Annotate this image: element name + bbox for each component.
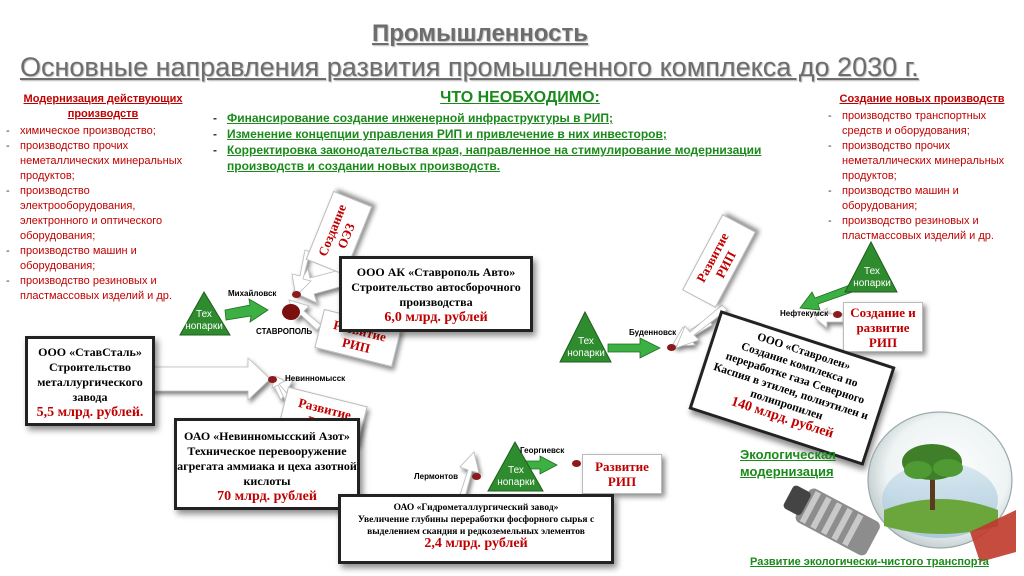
list-item: производство резиновых и пластмассовых и… <box>4 274 202 304</box>
eco-transport-label: Развитие экологически-чистого транспорта <box>750 556 989 568</box>
left-panel-list: химическое производство; производство пр… <box>4 124 202 304</box>
left-panel: Модернизация действующих производств хим… <box>4 92 202 304</box>
eco-modernization-label: Экологическая модернизация <box>740 447 836 479</box>
list-item: химическое производство; <box>4 124 202 139</box>
card-amount: 70 млрд. рублей <box>217 489 317 504</box>
card-desc: Увеличение глубины переработки фосфорног… <box>357 515 595 537</box>
arrow-technopark-bud <box>607 337 661 359</box>
technopark-triangle-bud <box>559 310 612 363</box>
list-item: производство прочих неметаллических мине… <box>826 139 1018 184</box>
card-desc: Строительство металлургического завода <box>37 360 143 404</box>
card-title: ООО «СтавСталь» <box>38 345 142 359</box>
arrow-technopark-mikh <box>224 298 269 323</box>
arrow-hydromet <box>459 451 480 498</box>
arrow-avto <box>292 267 344 304</box>
card-title: ООО АК «Ставрополь Авто» <box>356 265 516 279</box>
city-lermontov: Лермонтов <box>414 472 458 481</box>
page-title: Промышленность <box>372 20 588 47</box>
technopark-triangle-georg <box>487 440 544 492</box>
list-item: производство прочих неметаллических мине… <box>4 139 202 184</box>
card-title: ОАО «Невинномысский Азот» <box>184 429 350 443</box>
needs-block: ЧТО НЕОБХОДИМО: Финансирование создание … <box>205 90 835 174</box>
card-desc: Техническое перевооружение агрегата амми… <box>177 444 357 488</box>
tag-rip-georgievsk: Развитие РИП <box>582 454 662 494</box>
city-georgievsk: Георгиевск <box>520 446 565 455</box>
arrow-stavstal <box>149 357 271 401</box>
right-panel-heading: Создание новых производств <box>839 93 1005 105</box>
technopark-triangle-neft <box>844 240 898 293</box>
card-amount: 5,5 млрд. рублей. <box>36 405 144 420</box>
list-item: производство электрооборудования, электр… <box>4 184 202 244</box>
card-title: ОАО «Гидрометаллургический завод» <box>393 503 559 513</box>
card-stavstal: ООО «СтавСталь» Строительство металлурги… <box>25 336 155 426</box>
right-panel: Создание новых производств производство … <box>826 92 1018 244</box>
card-stavropol-avto: ООО АК «Ставрополь Авто» Строительство а… <box>339 256 533 332</box>
technopark-triangle-mikh <box>179 291 231 336</box>
right-panel-list: производство транспортных средств и обор… <box>826 109 1018 244</box>
card-amount: 2,4 млрд. рублей <box>424 536 528 551</box>
list-item: производство резиновых и пластмассовых и… <box>826 214 1018 244</box>
city-stavropol: СТАВРОПОЛЬ <box>256 327 313 336</box>
city-dot <box>572 460 581 467</box>
needs-heading: ЧТО НЕОБХОДИМО: <box>440 89 600 106</box>
city-dot <box>268 376 277 383</box>
card-hydromet: ОАО «Гидрометаллургический завод» Увелич… <box>338 494 614 564</box>
card-nevinnomyssk-azot: ОАО «Невинномысский Азот» Техническое пе… <box>174 418 360 510</box>
city-dot <box>472 473 481 480</box>
left-panel-heading: Модернизация действующих производств <box>23 93 183 120</box>
city-dot <box>292 291 301 298</box>
eco-lightbulb-image <box>783 411 1016 562</box>
list-item: производство транспортных средств и обор… <box>826 109 1018 139</box>
page-subtitle: Основные направления развития промышленн… <box>20 52 919 82</box>
arrow-create-rip <box>814 307 844 329</box>
city-neftekumsk: Нефтекумск <box>780 309 829 318</box>
tag-create-rip: Создание и развитие РИП <box>843 302 923 352</box>
card-amount: 6,0 млрд. рублей <box>384 310 488 325</box>
needs-item: Корректировка законодательства края, нап… <box>205 142 835 174</box>
list-item: производство машин и оборудования; <box>4 244 202 274</box>
city-nevinnomyssk: Невинномысск <box>285 374 346 383</box>
city-dot <box>667 344 676 351</box>
city-mikhaylovsk: Михайловск <box>228 289 277 298</box>
needs-item: Финансирование создание инженерной инфра… <box>205 110 835 126</box>
city-budennovsk: Буденновск <box>629 328 677 337</box>
city-dot <box>833 311 842 318</box>
list-item: производство машин и оборудования; <box>826 184 1018 214</box>
city-dot-stavropol <box>282 304 300 320</box>
card-desc: Строительство автосборочного производств… <box>351 280 521 309</box>
needs-item: Изменение концепции управления РИП и при… <box>205 126 835 142</box>
